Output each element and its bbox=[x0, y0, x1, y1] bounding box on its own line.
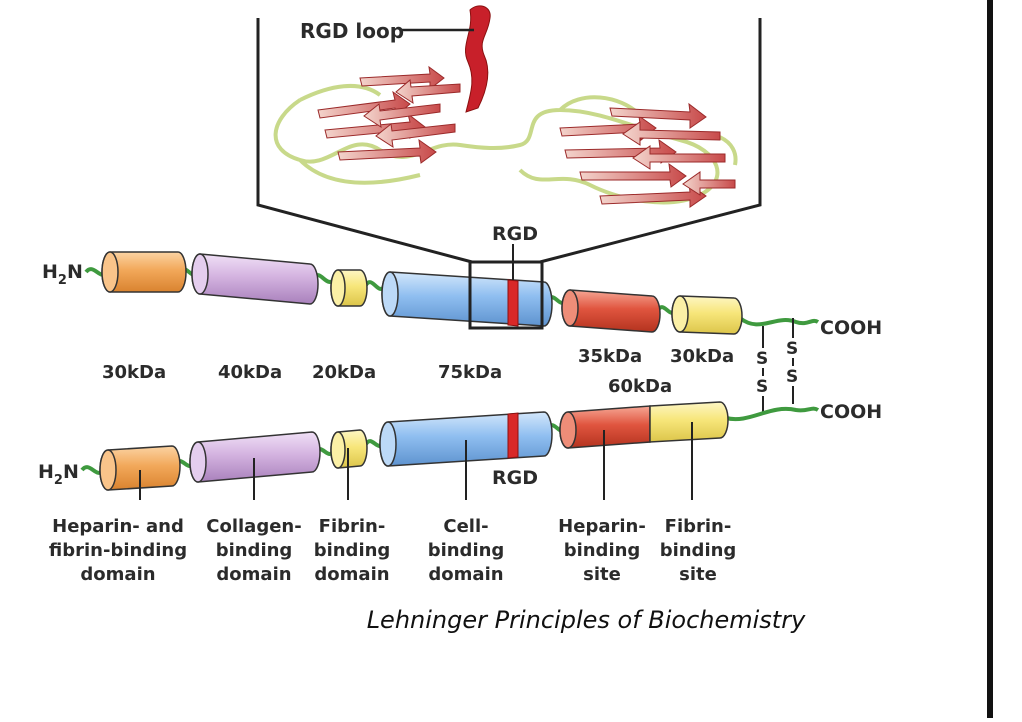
domain-label-4: Cell- binding domain bbox=[428, 516, 505, 585]
top-rgd-label: RGD bbox=[492, 223, 538, 245]
bottom-rgd-band bbox=[507, 412, 519, 459]
rgd-loop-ribbon bbox=[465, 5, 491, 113]
rgd-loop-label: RGD loop bbox=[300, 19, 404, 43]
right-border-bar bbox=[987, 0, 993, 718]
svg-text:domain: domain bbox=[80, 564, 155, 585]
mass-labels: 30kDa 40kDa 20kDa 75kDa 35kDa 30kDa 60kD… bbox=[102, 346, 734, 397]
top-chain: H2N bbox=[42, 223, 882, 339]
disulfide-s-4: S bbox=[786, 367, 798, 387]
top-cylinder-20kda bbox=[330, 269, 368, 307]
left-domain-strands bbox=[317, 65, 461, 164]
disulfide-s-2: S bbox=[786, 339, 798, 359]
top-rgd-band bbox=[507, 279, 519, 327]
domain-label-2: Collagen- binding domain bbox=[206, 516, 301, 585]
top-cylinder-75kda bbox=[381, 271, 553, 327]
svg-text:Heparin- and: Heparin- and bbox=[52, 516, 184, 537]
top-cylinder-30kda bbox=[101, 251, 187, 293]
mass-label-2: 40kDa bbox=[218, 362, 282, 383]
right-domain-strands bbox=[559, 102, 736, 208]
svg-text:Heparin-: Heparin- bbox=[558, 516, 646, 537]
zoom-left-line bbox=[256, 18, 473, 264]
mass-label-6: 30kDa bbox=[670, 346, 734, 367]
svg-text:Cell-: Cell- bbox=[443, 516, 488, 537]
mass-label-4: 75kDa bbox=[438, 362, 502, 383]
bottom-cylinder-red-yellow bbox=[559, 401, 729, 449]
domain-label-3: Fibrin- binding domain bbox=[314, 516, 391, 585]
rgd-zoom-box bbox=[468, 260, 544, 330]
svg-text:binding: binding bbox=[216, 540, 293, 561]
backbone-loop bbox=[273, 83, 738, 205]
svg-text:Collagen-: Collagen- bbox=[206, 516, 301, 537]
bottom-cylinder-blue bbox=[379, 411, 553, 467]
mass-label-3: 20kDa bbox=[312, 362, 376, 383]
svg-text:domain: domain bbox=[428, 564, 503, 585]
svg-text:Fibrin-: Fibrin- bbox=[665, 516, 732, 537]
source-caption: Lehninger Principles of Biochemistry bbox=[366, 606, 806, 634]
svg-text:binding: binding bbox=[564, 540, 641, 561]
bottom-chain: H2N RGD bbox=[38, 401, 882, 500]
domain-labels: Heparin- and fibrin-binding domain Colla… bbox=[49, 516, 736, 585]
top-cylinder-30kda-b bbox=[671, 295, 743, 335]
domain-label-5: Heparin- binding site bbox=[558, 516, 646, 585]
svg-text:domain: domain bbox=[314, 564, 389, 585]
bottom-c-terminus: COOH bbox=[820, 401, 882, 423]
domain-label-6: Fibrin- binding site bbox=[660, 516, 737, 585]
zoom-right-line bbox=[539, 18, 762, 264]
svg-text:binding: binding bbox=[428, 540, 505, 561]
bottom-rgd-label: RGD bbox=[492, 467, 538, 489]
domain-pointers bbox=[139, 422, 693, 500]
mass-label-5: 35kDa bbox=[578, 346, 642, 367]
bottom-cylinder-orange bbox=[99, 445, 181, 491]
bottom-cylinder-purple bbox=[189, 431, 321, 483]
svg-text:binding: binding bbox=[660, 540, 737, 561]
top-cylinder-35kda bbox=[561, 289, 661, 333]
disulfide-s-3: S bbox=[756, 377, 768, 397]
svg-text:site: site bbox=[679, 564, 717, 585]
ribbon-structure: RGD loop bbox=[256, 5, 762, 264]
svg-text:binding: binding bbox=[314, 540, 391, 561]
bottom-n-terminus: H2N bbox=[38, 461, 79, 488]
domain-label-1: Heparin- and fibrin-binding domain bbox=[49, 516, 187, 585]
svg-text:domain: domain bbox=[216, 564, 291, 585]
svg-text:fibrin-binding: fibrin-binding bbox=[49, 540, 187, 561]
top-cylinder-40kda bbox=[191, 253, 319, 305]
svg-text:site: site bbox=[583, 564, 621, 585]
bottom-cylinder-yellow bbox=[330, 429, 368, 469]
svg-text:Fibrin-: Fibrin- bbox=[319, 516, 386, 537]
disulfide-bridges: S S S S bbox=[756, 318, 798, 412]
top-c-terminus: COOH bbox=[820, 317, 882, 339]
mass-label-combined: 60kDa bbox=[608, 376, 672, 397]
top-n-terminus: H2N bbox=[42, 261, 83, 288]
mass-label-1: 30kDa bbox=[102, 362, 166, 383]
disulfide-s-1: S bbox=[756, 349, 768, 369]
